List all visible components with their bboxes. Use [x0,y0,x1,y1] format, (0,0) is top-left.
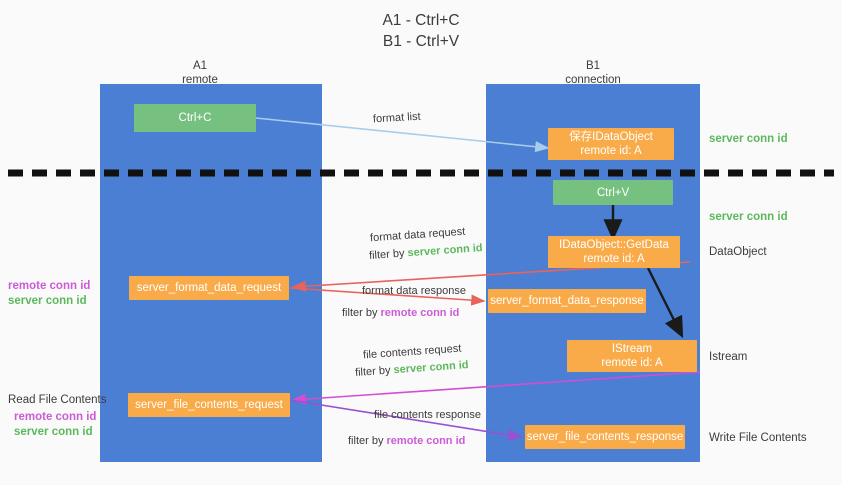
label-server-conn-id-2: server conn id [14,426,93,438]
label-dataobject-text: DataObject [709,246,767,258]
column-a1-sub: remote [182,74,218,86]
annot-file-contents-response-filter: filter by remote conn id [348,434,465,449]
label-read-file-contents: Read File Contents [8,393,106,408]
annot-format-list: format list [373,110,421,128]
box-istream-line2: remote id: A [601,357,663,369]
title-line-1: A1 - Ctrl+C [382,12,460,29]
box-ctrl-c-label: Ctrl+C [178,112,212,124]
label-server-conn-id-1: server conn id [8,295,87,307]
box-idataobject-getdata[interactable]: IDataObject::GetData remote id: A [548,236,680,268]
annot-fcreq-filter-value: server conn id [393,359,469,377]
label-conn-ids-lower: remote conn id server conn id [14,410,96,440]
annot-fcreq-filter-prefix: filter by [354,364,394,379]
annot-fdreq-filter-value: server conn id [407,242,483,260]
box-server-file-contents-request-label: server_file_contents_request [135,399,283,411]
box-server-file-contents-response-label: server_file_contents_response [526,431,684,443]
box-save-idataobject[interactable]: 保存IDataObject remote id: A [548,128,674,160]
annot-format-data-response: format data response [362,284,466,299]
label-write-file-contents: Write File Contents [709,431,807,446]
box-ctrl-v-label: Ctrl+V [596,186,630,199]
column-a1-name: A1 [192,60,208,72]
label-write-file-contents-text: Write File Contents [709,432,807,444]
label-istream: Istream [709,350,747,365]
column-header-b1: B1 connection [533,59,653,87]
box-save-idataobject-line1: 保存IDataObject [569,131,653,143]
label-dataobject: DataObject [709,245,767,260]
label-conn-ids-upper: remote conn id server conn id [8,279,90,309]
label-server-conn-id-mid: server conn id [709,210,788,225]
box-server-format-data-response-label: server_format_data_response [490,295,644,307]
annot-format-data-request-text: format data request [369,225,466,245]
box-server-file-contents-request[interactable]: server_file_contents_request [128,393,290,417]
column-header-a1: A1 remote [140,59,260,87]
box-ctrl-v[interactable]: Ctrl+V [553,180,673,205]
title-line-2: B1 - Ctrl+V [382,33,460,50]
box-ctrl-c[interactable]: Ctrl+C [134,104,256,132]
box-getdata-line1: IDataObject::GetData [559,239,669,251]
column-b1-name: B1 [585,60,601,72]
box-server-format-data-request[interactable]: server_format_data_request [129,276,289,300]
label-server-conn-id-mid-text: server conn id [709,211,788,223]
annot-fcres-filter-prefix: filter by [348,435,387,447]
box-istream-line1: IStream [611,343,653,355]
box-save-idataobject-line2: remote id: A [580,145,642,157]
annot-fcres-filter-value: remote conn id [386,435,466,447]
label-istream-text: Istream [709,351,748,363]
annot-format-data-response-text: format data response [362,285,466,297]
annot-format-list-text: format list [372,110,421,126]
annot-format-data-response-filter: filter by remote conn id [342,306,459,321]
box-istream[interactable]: IStream remote id: A [567,340,697,372]
box-server-format-data-request-label: server_format_data_request [136,282,282,294]
annot-fdreq-filter-prefix: filter by [368,247,408,262]
label-server-conn-id-top: server conn id [709,132,788,147]
column-b1-sub: connection [565,74,621,86]
label-read-file-contents-text: Read File Contents [8,394,107,406]
annot-fdres-filter-value: remote conn id [380,307,460,319]
box-server-format-data-response[interactable]: server_format_data_response [488,289,646,313]
box-server-file-contents-response[interactable]: server_file_contents_response [525,425,685,449]
annot-fdres-filter-prefix: filter by [342,307,381,319]
label-remote-conn-id-2: remote conn id [14,411,97,423]
annot-file-contents-response: file contents response [374,408,481,423]
label-remote-conn-id-1: remote conn id [8,280,91,292]
label-server-conn-id-top-text: server conn id [709,133,788,145]
box-getdata-line2: remote id: A [583,253,645,265]
page-title: A1 - Ctrl+C B1 - Ctrl+V [0,10,842,52]
annot-file-contents-response-text: file contents response [374,409,482,421]
